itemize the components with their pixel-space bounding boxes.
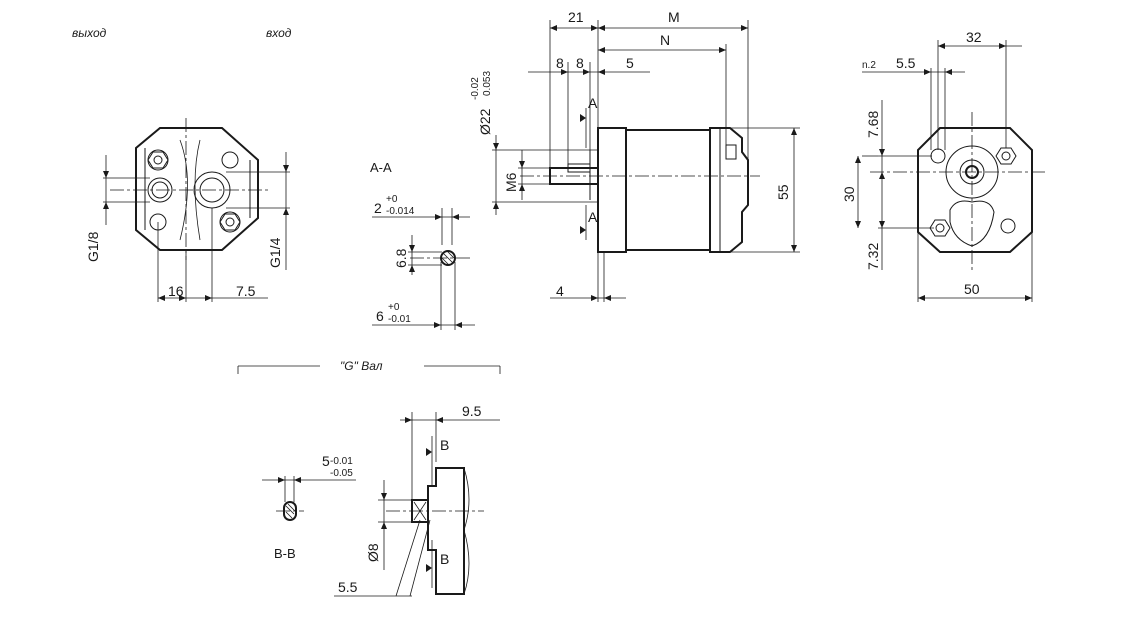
dim-g14: G1/4	[267, 237, 283, 268]
mount-hole-left	[930, 148, 946, 164]
dim-30: 30	[841, 186, 857, 202]
rear-flange-outline	[917, 127, 1033, 253]
rear-cover	[709, 127, 749, 253]
dim-9-5: 9.5	[462, 403, 482, 419]
dim-7-68: 7.68	[865, 111, 881, 138]
mounting-flange	[597, 127, 627, 253]
dim-32: 32	[966, 29, 982, 45]
dim-d8: Ø8	[365, 543, 381, 562]
dim-4: 4	[556, 283, 564, 299]
dim-8-b: 8	[576, 55, 584, 71]
dim-5-5: 5.5	[896, 55, 916, 71]
cut-a-bottom: A	[588, 209, 598, 225]
port-flange-outline	[135, 127, 259, 251]
dim-d22-nominal: Ø22	[477, 108, 493, 135]
dim-6-upper: +0	[388, 302, 400, 313]
inlet-label: вход	[266, 26, 292, 40]
section-bb-title: B-B	[274, 546, 296, 561]
dim-n2: n.2	[862, 60, 876, 71]
dim-7-32: 7.32	[865, 243, 881, 270]
dim-50: 50	[964, 281, 980, 297]
dim-n: N	[660, 32, 670, 48]
dim-8-a: 8	[556, 55, 564, 71]
dim-m: M	[668, 9, 680, 25]
outlet-port	[147, 177, 173, 203]
dim-5: 5	[626, 55, 634, 71]
dim-6-lower: -0.01	[388, 314, 411, 325]
dim-16: 16	[168, 283, 184, 299]
dim-d22-upper: -0.02	[470, 77, 481, 100]
dim-7-5: 7.5	[236, 283, 256, 299]
dim-5g-upper: -0.01	[330, 456, 353, 467]
dim-5g-nominal: 5	[322, 453, 330, 469]
dim-6-8: 6.8	[393, 248, 409, 268]
section-a-a: A-A 2 +0 -0.014 6.8 6 +0 -0.01	[370, 160, 475, 330]
dim-key-w-lower: -0.014	[386, 206, 415, 217]
shaft-g-title: "G" Вал	[340, 359, 383, 373]
dim-21: 21	[568, 9, 584, 25]
pump-body	[625, 129, 711, 251]
rear-mount-view: 32 n.2 5.5 7.68 30 7.32 50	[841, 29, 1045, 302]
section-aa-title: A-A	[370, 160, 392, 175]
dim-d22-lower: 0.053	[482, 71, 493, 96]
dim-key-w-nominal: 2	[374, 200, 382, 216]
dim-g18: G1/8	[85, 231, 101, 262]
cut-b-top: B	[440, 437, 449, 453]
cut-b-bottom: B	[440, 551, 449, 567]
dim-key-w-upper: +0	[386, 194, 398, 205]
dim-6-nominal: 6	[376, 308, 384, 324]
side-view: A A 21 M N 8 8 5 Ø22 -0.0	[470, 9, 800, 302]
dim-5-5-g: 5.5	[338, 579, 358, 595]
dim-5g-lower: -0.05	[330, 468, 353, 479]
shaft-g-detail: "G" Вал 9.5 B B Ø8 5.5 5 -	[237, 359, 501, 597]
dim-55: 55	[775, 184, 791, 200]
dim-m6: M6	[503, 172, 519, 192]
cut-a-top: A	[588, 95, 598, 111]
outlet-label: выход	[72, 26, 107, 40]
g-flange	[427, 467, 465, 595]
front-port-view: выход вход G1/8 G1/4	[72, 26, 292, 302]
